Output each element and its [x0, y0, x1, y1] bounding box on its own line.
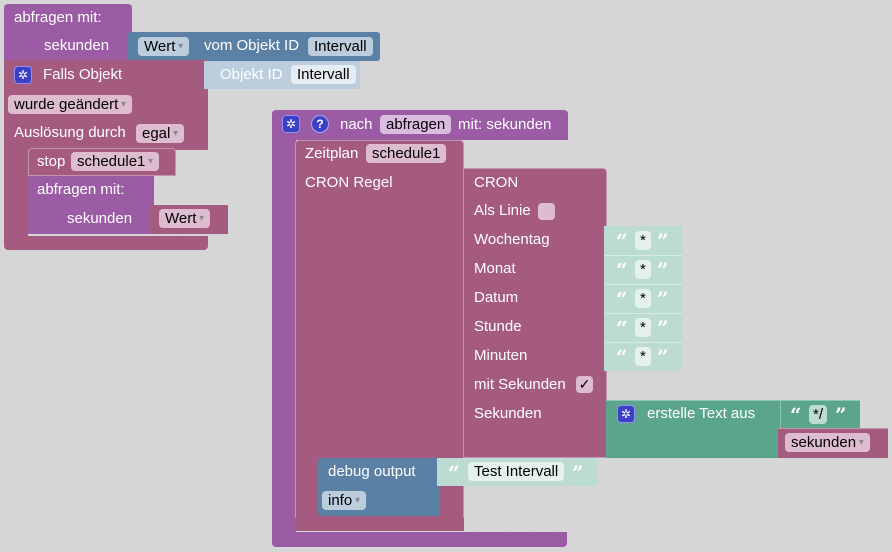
object-id-value[interactable]: Intervall: [291, 65, 356, 84]
open-quote-icon: “: [616, 316, 628, 340]
inner-value-dropdown[interactable]: Wert: [159, 209, 211, 228]
variable-dropdown[interactable]: sekunden: [785, 433, 870, 452]
trigger-block-spine: [4, 150, 28, 242]
procedure-call-block-top[interactable]: [4, 4, 132, 60]
debug-label: debug output: [328, 463, 416, 480]
text-field[interactable]: *: [635, 289, 651, 308]
schedule-block[interactable]: [295, 140, 464, 520]
text-field[interactable]: *: [635, 347, 651, 366]
cron-rule-label: CRON Regel: [305, 174, 393, 191]
open-quote-icon: “: [448, 461, 460, 485]
object-id-field[interactable]: Intervall: [308, 37, 373, 56]
procedure-definition-bottom: [272, 532, 567, 547]
call-label: abfragen mit:: [14, 9, 102, 26]
trigger-type-dropdown[interactable]: egal: [136, 124, 185, 143]
with-seconds-checkbox[interactable]: ✓: [576, 376, 593, 393]
seconds-text-field[interactable]: */: [809, 405, 828, 424]
close-quote-icon: ”: [657, 229, 669, 253]
open-quote-icon: “: [616, 287, 628, 311]
cron-row-label: Monat: [474, 260, 516, 277]
gear-icon[interactable]: ✲: [14, 66, 32, 84]
close-quote-icon: ”: [835, 403, 847, 427]
close-quote-icon: ”: [657, 345, 669, 369]
cron-row-label: Minuten: [474, 347, 528, 364]
cron-block[interactable]: [463, 168, 607, 458]
value-label: vom Objekt ID: [204, 37, 300, 54]
schedule-block-bottom: [295, 518, 464, 531]
gear-icon[interactable]: ✲: [282, 115, 300, 133]
seconds-label: Sekunden: [474, 405, 542, 422]
open-quote-icon: “: [790, 403, 802, 427]
with-seconds-label: mit Sekunden: [474, 376, 566, 393]
debug-level-dropdown[interactable]: info: [322, 491, 366, 510]
inner-call-param-label: sekunden: [67, 210, 133, 227]
text-join-block[interactable]: [606, 400, 781, 458]
text-field[interactable]: *: [635, 318, 651, 337]
call-param-label: sekunden: [44, 37, 110, 54]
as-line-label: Als Linie: [474, 202, 531, 219]
procedure-suffix: mit: sekunden: [458, 116, 552, 133]
open-quote-icon: “: [616, 345, 628, 369]
close-quote-icon: ”: [572, 461, 584, 485]
cron-title: CRON: [474, 174, 519, 191]
condition-dropdown[interactable]: wurde geändert: [8, 95, 133, 114]
stop-label: stop: [37, 153, 66, 170]
procedure-definition-spine: [272, 140, 296, 540]
close-quote-icon: ”: [657, 287, 669, 311]
gear-icon[interactable]: ✲: [617, 405, 635, 423]
trigger-label: Falls Objekt: [43, 66, 123, 83]
text-field[interactable]: *: [635, 231, 651, 250]
inner-call-label: abfragen mit:: [37, 181, 125, 198]
text-join-label: erstelle Text aus: [647, 405, 756, 422]
procedure-call-block-inner[interactable]: [28, 176, 154, 234]
close-quote-icon: ”: [657, 258, 669, 282]
debug-text-field[interactable]: Test Intervall: [468, 462, 565, 481]
cron-row-label: Stunde: [474, 318, 522, 335]
close-quote-icon: ”: [657, 316, 669, 340]
open-quote-icon: “: [616, 258, 628, 282]
schedule-name-field[interactable]: schedule1: [366, 144, 447, 163]
open-quote-icon: “: [616, 229, 628, 253]
object-id-label: Objekt ID: [220, 66, 283, 83]
procedure-prefix: nach: [340, 116, 373, 133]
cron-row-label: Wochentag: [474, 231, 550, 248]
trigger-block-bottom: [4, 236, 208, 250]
text-field[interactable]: *: [635, 260, 651, 279]
schedule-label: Zeitplan: [305, 145, 359, 162]
text-block[interactable]: [604, 255, 682, 284]
stop-schedule-dropdown[interactable]: schedule1: [71, 152, 160, 171]
value-attribute-dropdown[interactable]: Wert: [138, 37, 190, 56]
procedure-name-field[interactable]: abfragen: [380, 115, 452, 134]
trigger-type-label: Auslösung durch: [14, 124, 126, 141]
cron-row-label: Datum: [474, 289, 519, 306]
as-line-checkbox[interactable]: [538, 203, 555, 220]
help-icon[interactable]: ?: [311, 115, 329, 133]
